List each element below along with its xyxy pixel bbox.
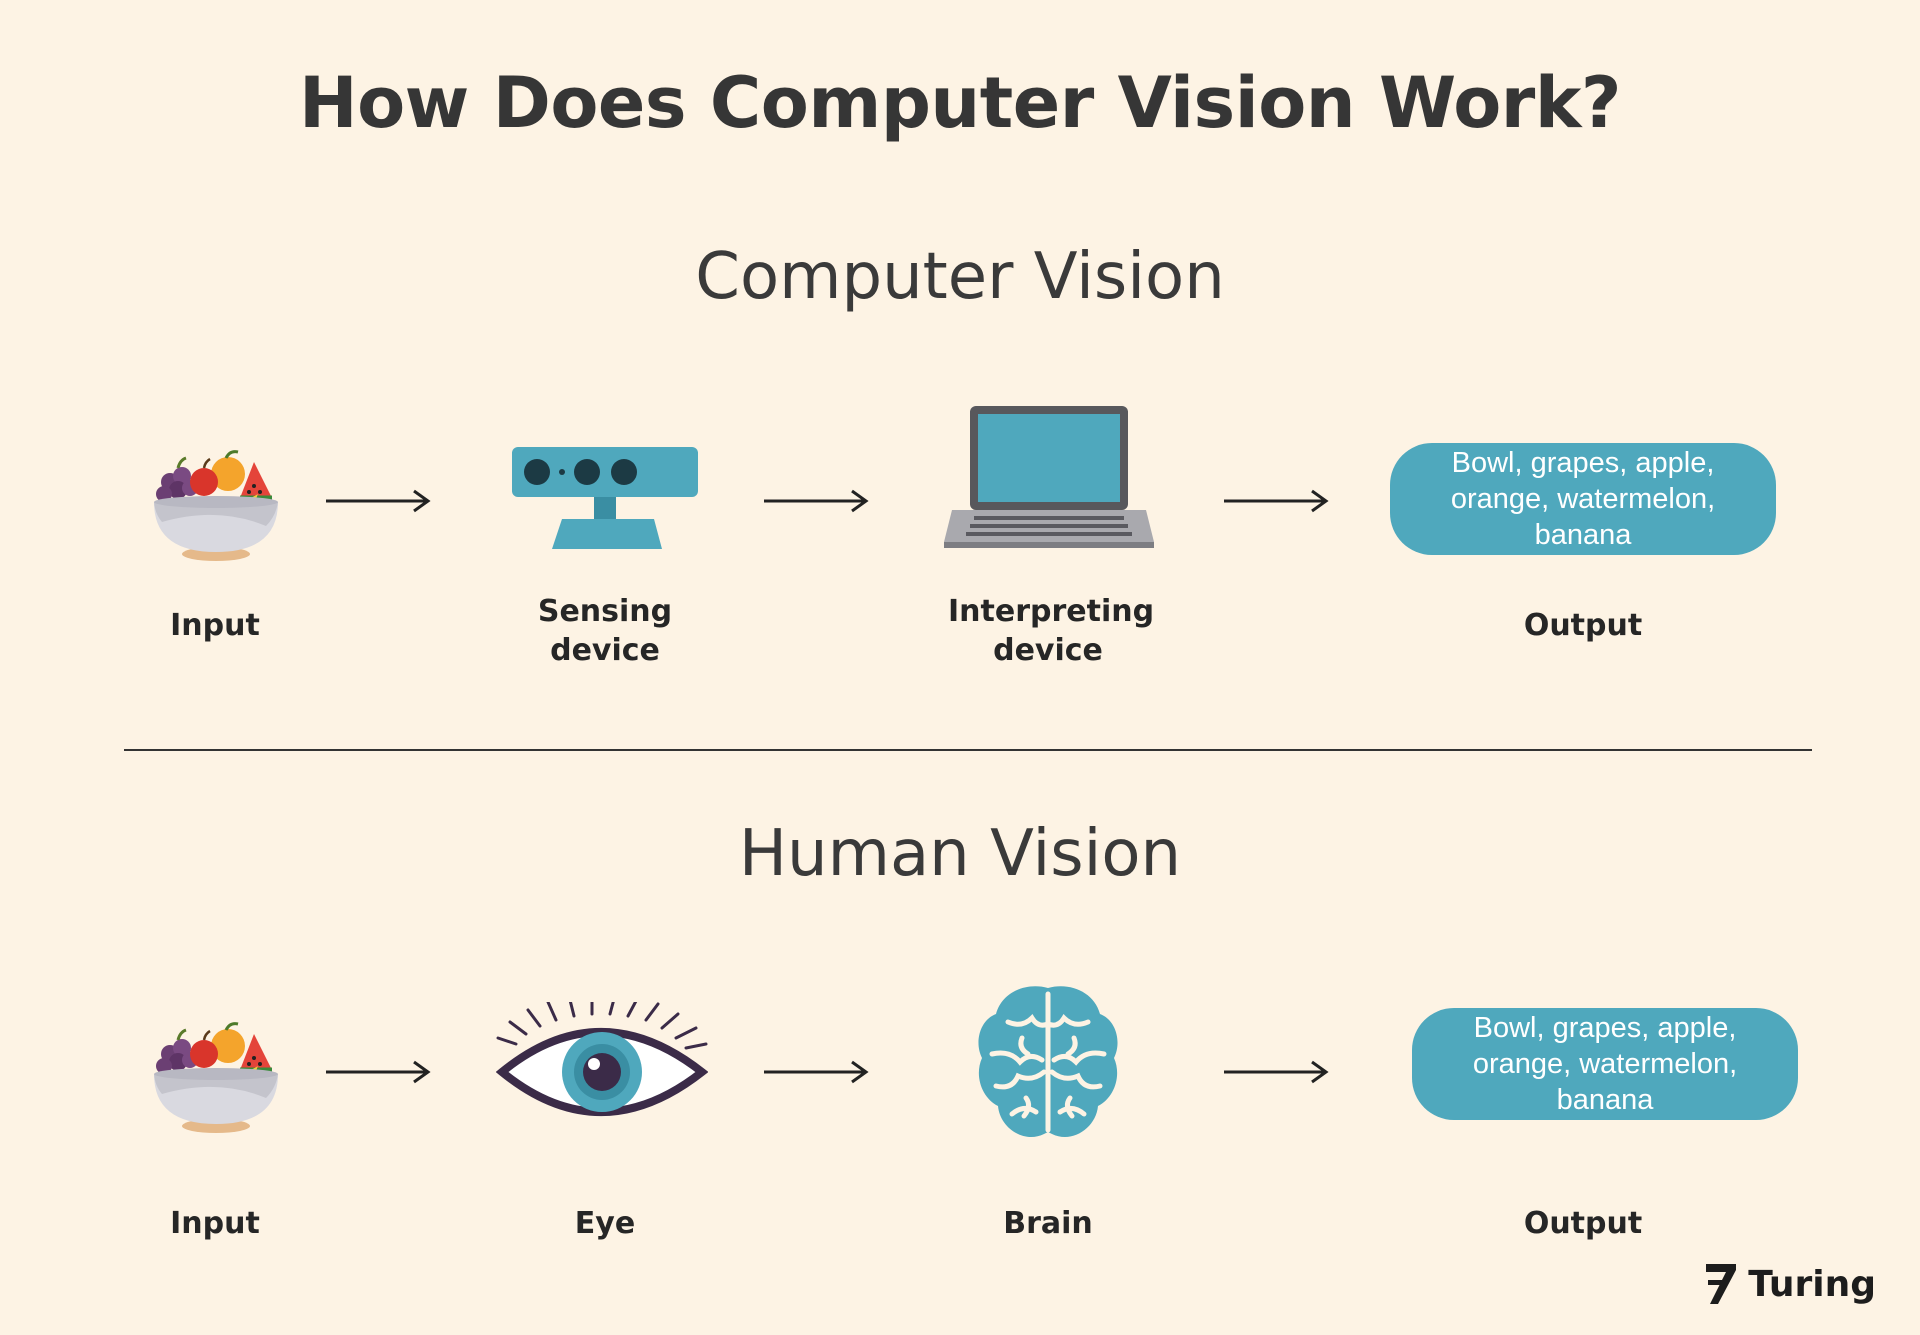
arrow-right-icon (1224, 489, 1328, 513)
output-text: Bowl, grapes, apple, orange, watermelon,… (1472, 1012, 1738, 1116)
arrow-right-icon (326, 1060, 430, 1084)
output-text: Bowl, grapes, apple, orange, watermelon,… (1450, 447, 1716, 551)
output-box: Bowl, grapes, apple, orange, watermelon,… (1412, 1008, 1798, 1120)
laptop-icon (944, 406, 1154, 548)
caption-output: Output (1523, 1206, 1643, 1241)
caption-sensing-device: Sensing device (537, 594, 673, 668)
section-divider (124, 749, 1812, 751)
eye-icon (496, 1002, 708, 1116)
caption-input: Input (170, 608, 260, 643)
brand-logo: Turing (1704, 1262, 1876, 1306)
arrow-right-icon (764, 1060, 868, 1084)
caption-interpreting-device: Interpreting device (948, 594, 1155, 668)
computer-vision-title: Computer Vision (695, 240, 1225, 314)
fruit-bowl-icon (148, 1012, 288, 1134)
output-box: Bowl, grapes, apple, orange, watermelon,… (1390, 443, 1776, 555)
brand-name: Turing (1748, 1263, 1876, 1305)
human-vision-title: Human Vision (738, 817, 1182, 891)
caption-eye: Eye (574, 1206, 636, 1241)
arrow-right-icon (1224, 1060, 1328, 1084)
depth-sensor-icon (512, 447, 698, 549)
brain-icon (978, 986, 1118, 1138)
fruit-bowl-icon (148, 440, 288, 562)
arrow-right-icon (764, 489, 868, 513)
caption-brain: Brain (1003, 1206, 1093, 1241)
caption-input: Input (170, 1206, 260, 1241)
arrow-right-icon (326, 489, 430, 513)
caption-output: Output (1523, 608, 1643, 643)
page-title: How Does Computer Vision Work? (299, 62, 1621, 144)
turing-logo-icon (1706, 1264, 1737, 1304)
